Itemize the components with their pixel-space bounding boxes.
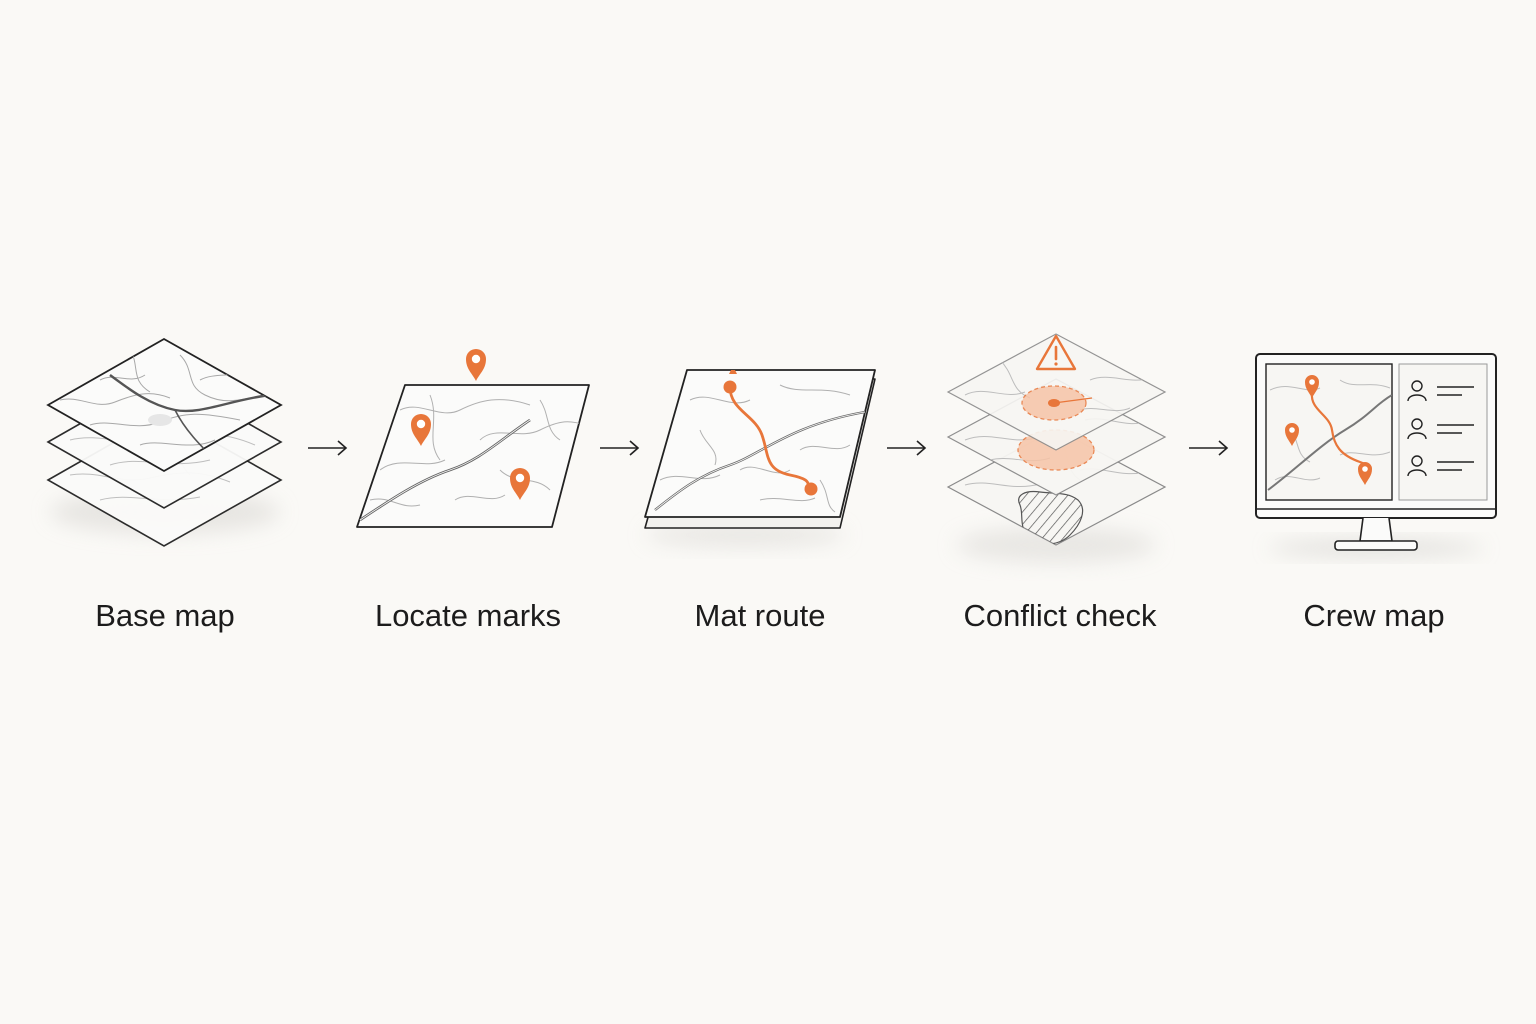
stacked-map-layers-icon [46, 337, 283, 547]
step-label-mat-route: Mat route [694, 598, 826, 633]
crew-member-icon [1407, 455, 1474, 477]
location-pin-icon [510, 468, 530, 500]
arrow-icon [600, 440, 640, 456]
crew-member-icon [1407, 380, 1474, 402]
map-with-pins-icon [356, 349, 590, 528]
crew-member-icon [1407, 418, 1474, 440]
location-pin-icon [411, 414, 431, 446]
map-with-route-icon [644, 369, 876, 547]
arrow-icon [308, 440, 348, 456]
conflict-layers-warning-icon [946, 333, 1167, 563]
arrow-icon [1189, 440, 1229, 456]
step-label-base-map: Base map [95, 598, 235, 633]
step-label-conflict-check: Conflict check [963, 598, 1157, 633]
location-pin-icon [1285, 423, 1299, 446]
location-pin-icon [466, 349, 486, 381]
location-pin-icon [1358, 462, 1372, 485]
arrow-icon [887, 440, 927, 456]
monitor-crew-map-icon [1255, 353, 1497, 556]
warning-icon [1035, 334, 1077, 371]
location-pin-icon [1305, 375, 1319, 398]
step-label-crew-map: Crew map [1303, 598, 1445, 633]
step-label-locate-marks: Locate marks [374, 598, 562, 633]
